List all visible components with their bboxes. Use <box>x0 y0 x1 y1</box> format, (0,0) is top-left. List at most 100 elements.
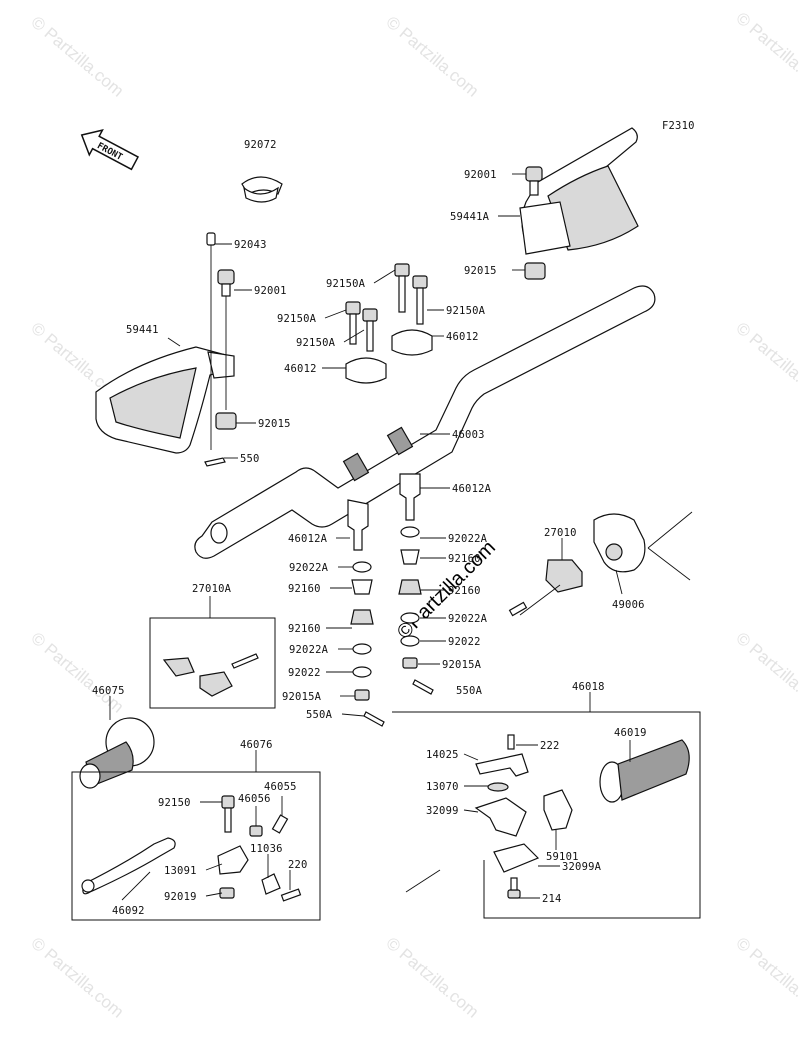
label-92015-left: 92015 <box>258 418 291 430</box>
label-46092: 46092 <box>112 905 145 917</box>
upper-clamp-46012-right <box>391 329 433 356</box>
bolt-92001-left <box>217 269 235 297</box>
nut-92015-left <box>215 412 237 430</box>
label-46076: 46076 <box>240 739 273 751</box>
label-46019: 46019 <box>614 727 647 739</box>
label-46018: 46018 <box>572 681 605 693</box>
throttle-case-32099A <box>493 843 540 873</box>
label-46003: 46003 <box>452 429 485 441</box>
front-arrow-icon: FRONT <box>80 129 140 171</box>
label-46075: 46075 <box>92 685 125 697</box>
label-59101: 59101 <box>546 851 579 863</box>
label-46012: 46012 <box>284 363 317 375</box>
label-92001-right: 92001 <box>464 169 497 181</box>
label-92022: 92022 <box>448 636 481 648</box>
leader-lines <box>109 173 631 901</box>
bushing-stack-right <box>398 526 434 695</box>
label-92015A: 92015A <box>282 691 322 703</box>
cable-13070 <box>487 782 509 792</box>
upper-clamp-46012-left <box>345 357 387 384</box>
grip-right-46019 <box>599 739 690 803</box>
assembly-box-27010A <box>149 617 276 709</box>
label-59441: 59441 <box>126 324 159 336</box>
label-32099: 32099 <box>426 805 459 817</box>
pin-92043 <box>206 232 216 246</box>
handguard-left-59441 <box>95 346 235 454</box>
label-14025: 14025 <box>426 749 459 761</box>
watermark: © Partzilla.com <box>27 13 127 101</box>
label-92072: 92072 <box>244 139 277 151</box>
screw-220 <box>280 888 302 902</box>
switch-27010 <box>508 559 583 617</box>
label-59441A: 59441A <box>450 211 490 223</box>
label-92150A: 92150A <box>277 313 317 325</box>
watermark: © Partzilla.com <box>27 934 127 1022</box>
label-32099A: 32099A <box>562 861 602 873</box>
bolt-92150A <box>362 308 378 352</box>
label-46012: 46012 <box>446 331 479 343</box>
label-27010A: 27010A <box>192 583 232 595</box>
watermark: © Partzilla.com <box>382 934 482 1022</box>
label-46056: 46056 <box>238 793 271 805</box>
watermark: © Partzilla.com <box>382 13 482 101</box>
lever-holder-13091 <box>217 845 281 895</box>
label-46012A: 46012A <box>288 533 328 545</box>
assembly-box-46076 <box>71 771 321 921</box>
label-92022A: 92022A <box>448 533 488 545</box>
throttle-cover-14025 <box>475 753 529 777</box>
grip-left-46075 <box>79 717 155 789</box>
leader <box>405 869 441 893</box>
throttle-case-32099 <box>474 797 527 837</box>
label-92150A: 92150A <box>446 305 486 317</box>
bolt-92150A <box>412 275 428 325</box>
lower-clamp-46012A-left <box>347 499 369 551</box>
label-27010: 27010 <box>544 527 577 539</box>
watermark: © Partzilla.com <box>732 934 800 1022</box>
label-92160: 92160 <box>288 583 321 595</box>
watermark: © Partzilla.com <box>27 629 127 717</box>
label-46012A: 46012A <box>452 483 492 495</box>
label-13091: 13091 <box>164 865 197 877</box>
label-92022A: 92022A <box>289 562 329 574</box>
label-550A: 550A <box>306 709 333 721</box>
label-11036: 11036 <box>250 843 283 855</box>
watermark: © Partzilla.com <box>732 9 800 97</box>
lower-clamp-46012A-right <box>399 473 421 521</box>
handguard-right-59441A <box>519 127 639 255</box>
label-222: 222 <box>540 740 560 752</box>
nut-92019 <box>219 887 235 899</box>
label-92015-right: 92015 <box>464 265 497 277</box>
label-550A: 550A <box>456 685 483 697</box>
label-92015A: 92015A <box>442 659 482 671</box>
label-92160: 92160 <box>288 623 321 635</box>
label-92001-left: 92001 <box>254 285 287 297</box>
cotter-pin-550 <box>204 457 226 467</box>
label-550-left: 550 <box>240 453 260 465</box>
label-92160: 92160 <box>448 553 481 565</box>
watermark: © Partzilla.com <box>732 629 800 717</box>
label-220: 220 <box>288 859 308 871</box>
adjuster-46055 <box>271 814 289 834</box>
label-92022A: 92022A <box>448 613 488 625</box>
assembly-box-46018 <box>392 711 701 919</box>
bolt-92150A <box>394 263 410 313</box>
part-labels: 92072 92043 92001 59441 92015 550 92001 … <box>92 139 647 917</box>
switch-27010A <box>162 653 259 697</box>
label-92160: 92160 <box>448 585 481 597</box>
label-92019: 92019 <box>164 891 197 903</box>
throttle-pipe-59101 <box>543 789 573 831</box>
bolt-92150 <box>221 795 235 833</box>
bolt-92150A <box>345 301 361 345</box>
nut-92015-right <box>524 262 546 280</box>
bushing-stack-left <box>350 561 385 727</box>
label-92150A: 92150A <box>326 278 366 290</box>
collar-46056 <box>249 825 263 837</box>
label-49006: 49006 <box>612 599 645 611</box>
figure-code: F2310 <box>662 120 695 132</box>
label-92043: 92043 <box>234 239 267 251</box>
label-92022A: 92022A <box>289 644 329 656</box>
label-13070: 13070 <box>426 781 459 793</box>
handlebar-46003 <box>194 285 656 559</box>
clamp-ring-92072 <box>241 176 283 203</box>
